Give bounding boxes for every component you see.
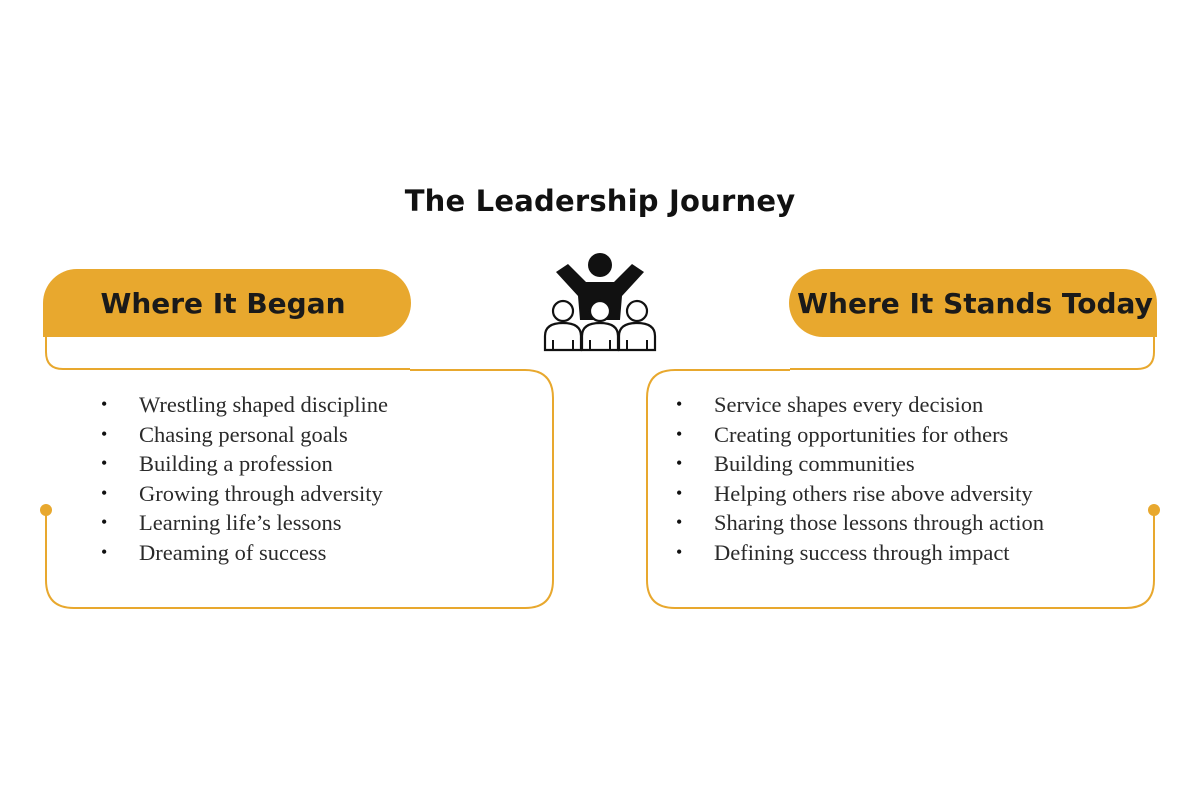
list-item: • Defining success through impact — [676, 538, 1044, 568]
list-item: • Dreaming of success — [101, 538, 388, 568]
list-item-text: Building communities — [714, 451, 915, 476]
list-item-text: Creating opportunities for others — [714, 421, 1009, 447]
list-item: • Creating opportunities for others — [676, 420, 1044, 450]
list-item-text: Dreaming of success — [139, 539, 327, 565]
bullet-icon: • — [101, 423, 108, 444]
list-item-text: Wrestling shaped discipline — [139, 392, 389, 417]
bullet-icon: • — [101, 541, 108, 562]
where-it-began-header: Where It Began — [43, 269, 411, 337]
list-item-text: Service shapes every decision — [714, 392, 984, 417]
right-connector-dot — [1148, 504, 1160, 516]
left-connector-dot — [40, 504, 52, 516]
diagram-title: The Leadership Journey — [404, 184, 796, 218]
where-it-stands-today-list: • Service shapes every decision • Creating… — [676, 390, 1044, 568]
list-item-text: Chasing personal goals — [139, 421, 348, 447]
where-it-began-label: Where It Began — [100, 286, 346, 320]
bullet-icon: • — [676, 512, 683, 532]
bullet-icon: • — [676, 541, 683, 562]
bullet-icon: • — [101, 482, 108, 503]
bullet-icon: • — [676, 453, 683, 473]
list-item: • Sharing those lessons through action — [676, 508, 1044, 538]
list-item: • Learning life’s lessons — [101, 508, 388, 538]
where-it-stands-today-label: Where It Stands Today — [797, 286, 1153, 320]
list-item-text: Building a profession — [139, 451, 333, 476]
connector-lines — [40, 330, 1160, 609]
list-item-text: Defining success through impact — [714, 539, 1010, 565]
list-item: • Building communities — [676, 449, 1044, 479]
where-it-stands-today-header: Where It Stands Today — [789, 269, 1157, 337]
list-item: • Building a profession — [101, 449, 388, 479]
leader-with-team-icon — [543, 253, 657, 352]
list-item: • Wrestling shaped discipline — [101, 390, 389, 420]
list-item: • Chasing personal goals — [101, 420, 388, 450]
list-item-text: Helping others rise above adversity — [714, 480, 1033, 506]
list-item: • Helping others rise above adversity — [676, 479, 1044, 509]
list-item-text: Growing through adversity — [139, 480, 383, 506]
bullet-icon: • — [101, 453, 108, 473]
list-item: • Growing through adversity — [101, 479, 388, 509]
bullet-icon: • — [101, 512, 108, 532]
bullet-icon: • — [676, 482, 683, 503]
where-it-began-list: • Wrestling shaped discipline • Chasing pe… — [101, 390, 389, 568]
list-item-text: Sharing those lessons through action — [714, 510, 1044, 535]
bullet-icon: • — [101, 394, 108, 414]
bullet-icon: • — [676, 423, 683, 444]
list-item-text: Learning life’s lessons — [139, 510, 342, 535]
bullet-icon: • — [676, 394, 683, 414]
list-item: • Service shapes every decision — [676, 390, 1044, 420]
